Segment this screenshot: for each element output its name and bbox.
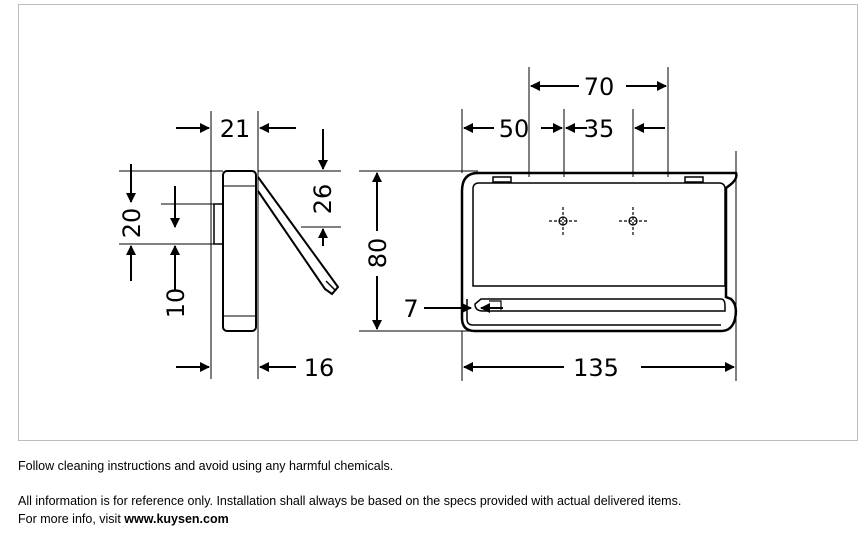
dim-70-label: 70 xyxy=(584,73,615,101)
more-info-line: For more info, visit www.kuysen.com xyxy=(18,512,229,527)
dim-21-label: 21 xyxy=(220,115,251,143)
mounting-hole-right xyxy=(619,207,647,235)
side-arm xyxy=(257,176,340,296)
side-view xyxy=(119,111,341,379)
front-roller-bar xyxy=(474,298,726,312)
dim-20-label: 20 xyxy=(118,208,146,239)
dim-10-label: 10 xyxy=(162,288,190,319)
drawing-frame: 21 26 20 10 16 70 50 35 80 7 135 xyxy=(18,4,858,441)
dim-135-label: 135 xyxy=(573,354,619,382)
more-info-prefix: For more info, visit xyxy=(18,512,125,526)
disclaimer-note: All information is for reference only. I… xyxy=(18,494,682,508)
front-dimension-arrows xyxy=(372,81,735,372)
mounting-hole-left xyxy=(549,207,577,235)
cleaning-note: Follow cleaning instructions and avoid u… xyxy=(18,459,394,473)
website-link[interactable]: www.kuysen.com xyxy=(124,512,229,526)
dim-50-label: 50 xyxy=(499,115,530,143)
technical-drawing: 21 26 20 10 16 70 50 35 80 7 135 xyxy=(118,67,738,382)
dim-16-label: 16 xyxy=(304,354,335,382)
dim-26-label: 26 xyxy=(309,184,337,215)
front-shelf xyxy=(472,182,726,287)
front-view xyxy=(359,67,738,381)
dim-80-label: 80 xyxy=(364,238,392,269)
side-mount-block xyxy=(213,203,224,245)
dim-35-label: 35 xyxy=(584,115,615,143)
front-body-outline xyxy=(460,171,738,333)
side-dimension-arrows xyxy=(126,123,328,372)
dim-7-label: 7 xyxy=(403,295,418,323)
side-wall-plate xyxy=(222,170,257,332)
